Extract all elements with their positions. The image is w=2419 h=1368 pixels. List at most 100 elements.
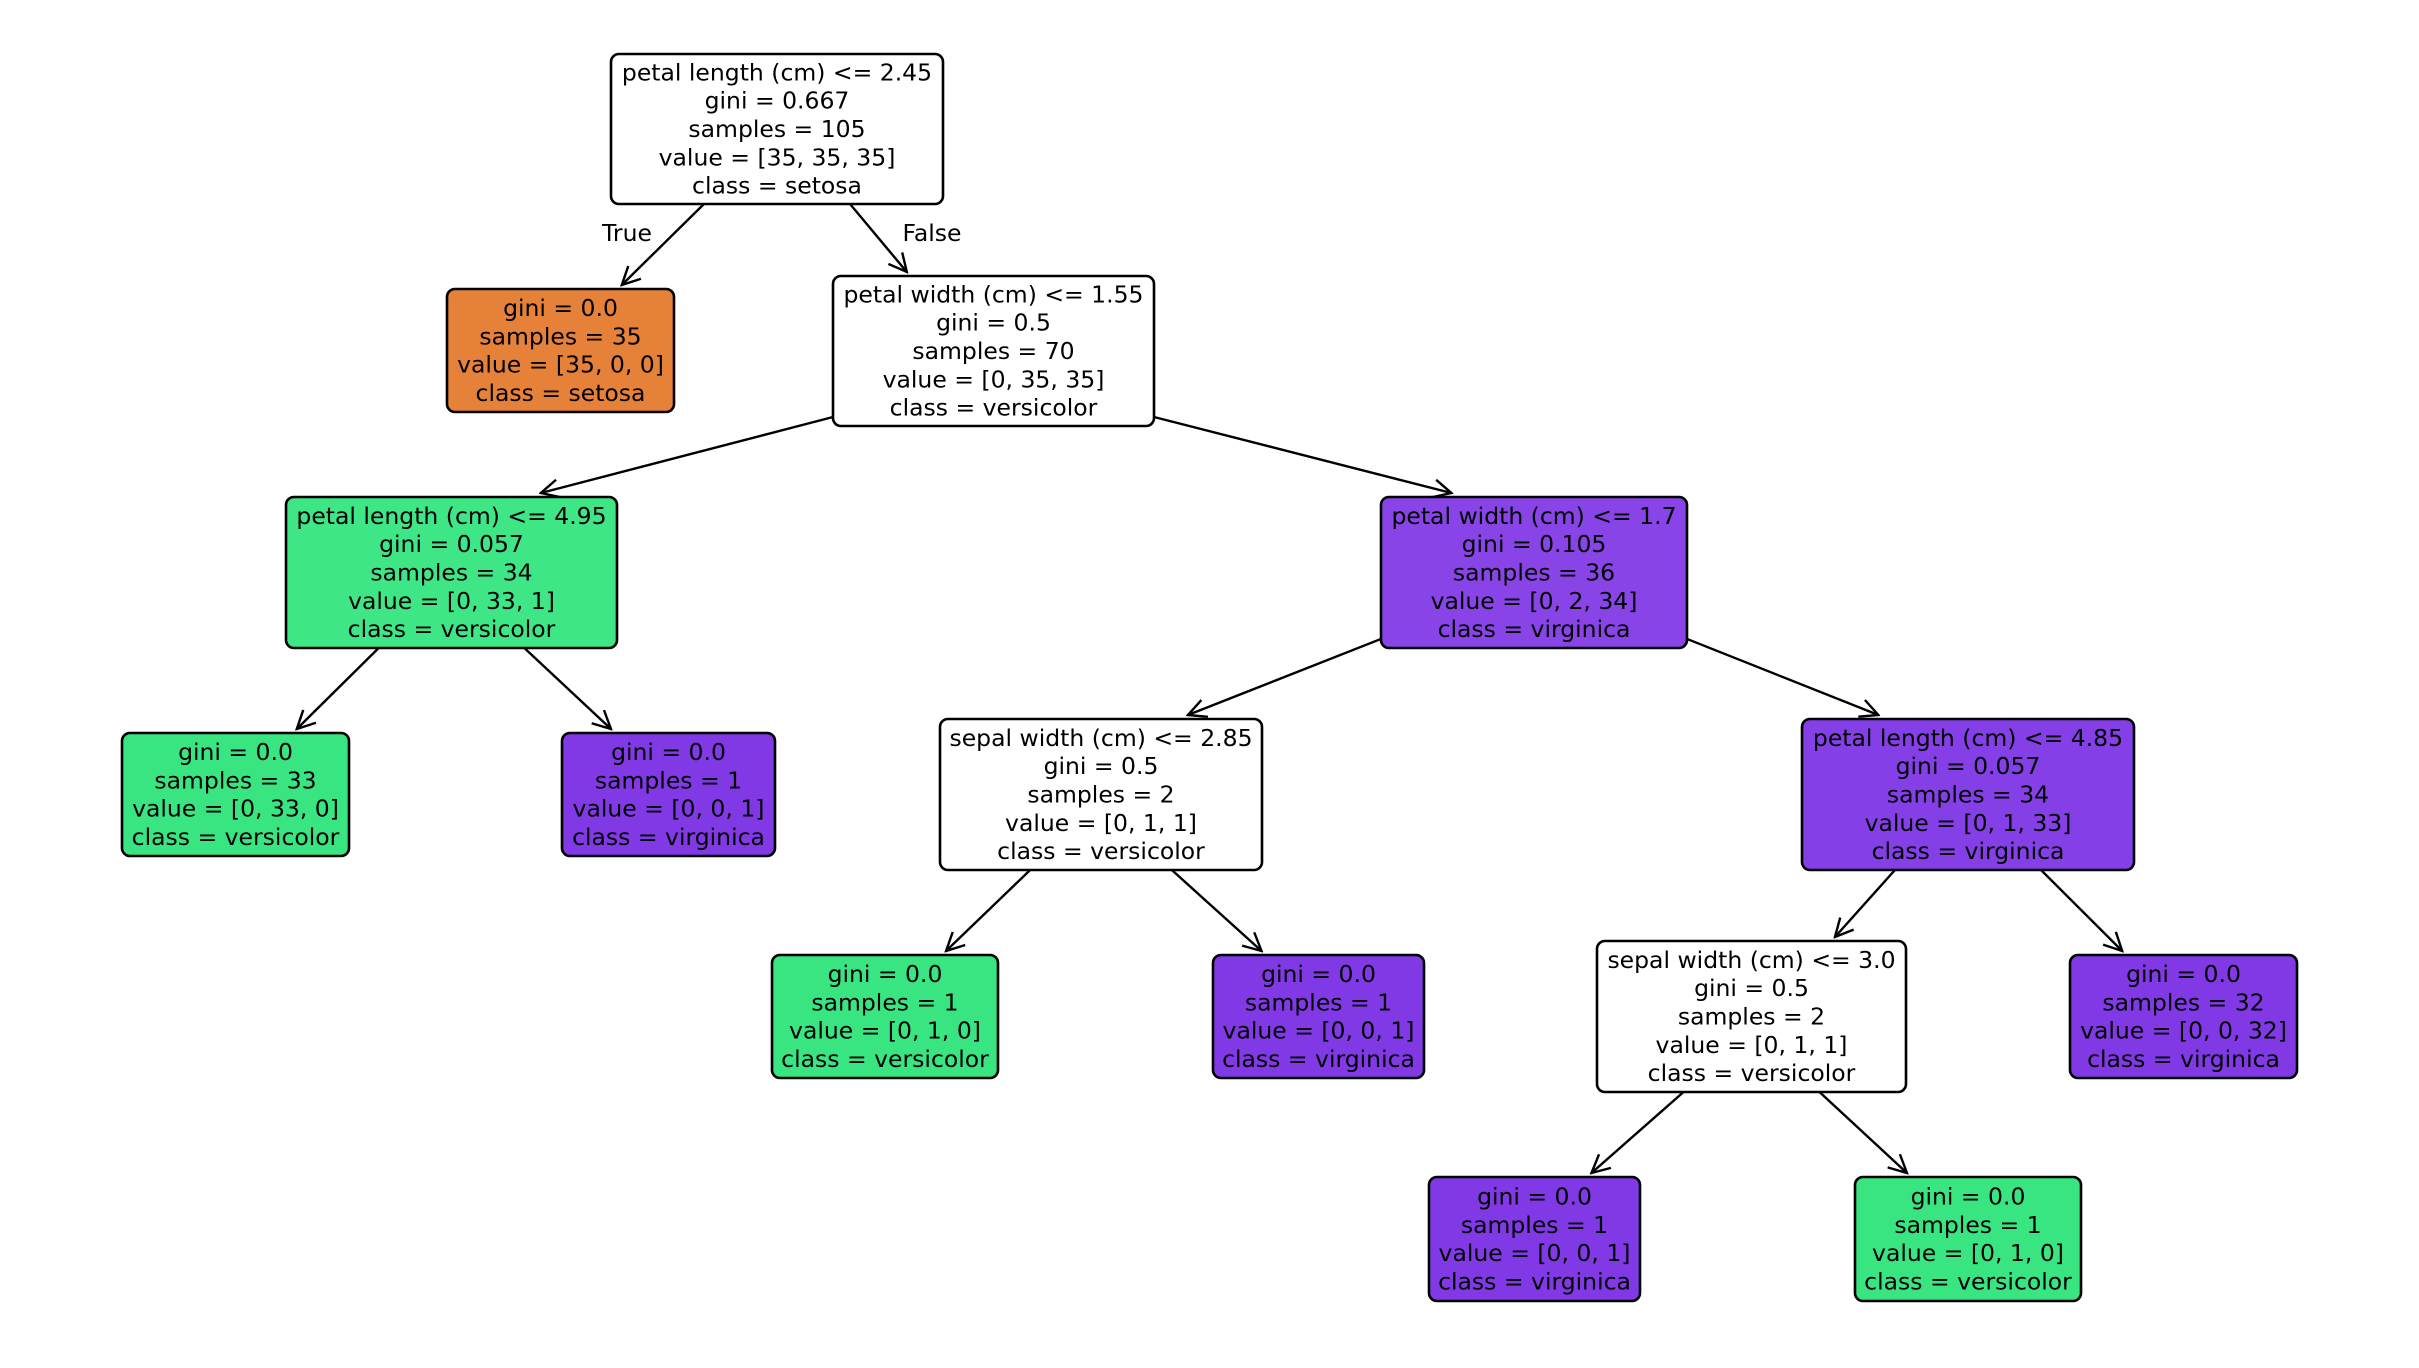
node-text-line: gini = 0.5 [1694, 974, 1809, 1002]
node-box [1427, 1175, 1642, 1303]
edge-arrow-n6-n7 [1188, 637, 1382, 715]
node-text-line: gini = 0.057 [1896, 752, 2041, 780]
edge-arrow-n3-n5 [523, 647, 611, 729]
node-text-line: value = [0, 1, 0] [789, 1017, 981, 1045]
node-box [284, 495, 619, 650]
node-text-line: gini = 0.0 [1911, 1183, 2026, 1211]
node-text-line: gini = 0.0 [178, 738, 293, 766]
node-text-line: class = virginica [1438, 615, 1631, 643]
node-text-line: class = versicolor [132, 823, 340, 851]
edge-arrow-n3-n4 [297, 647, 380, 729]
node-text-line: samples = 33 [154, 766, 316, 794]
node-text-line: samples = 32 [2102, 988, 2264, 1016]
node-box [2068, 953, 2299, 1080]
edge-arrow-n11-n13 [1818, 1091, 1907, 1173]
node-text-line: class = setosa [476, 379, 646, 407]
node-text-line: gini = 0.0 [1261, 960, 1376, 988]
edge-arrow-n10-n11 [1835, 869, 1896, 937]
node-text-line: value = [0, 1, 33] [1865, 809, 2072, 837]
edge-label-false: False [903, 219, 962, 247]
node-text-line: samples = 1 [811, 988, 958, 1016]
edge-label-true: True [601, 219, 652, 247]
node-box [1800, 717, 2136, 872]
node-text-line: class = versicolor [997, 837, 1205, 865]
node-text-line: sepal width (cm) <= 3.0 [1607, 946, 1895, 974]
node-text-line: gini = 0.105 [1462, 530, 1607, 558]
node-text-line: petal length (cm) <= 4.95 [296, 502, 606, 530]
node-text-line: samples = 1 [1894, 1211, 2041, 1239]
node-box [560, 731, 777, 858]
node-text-line: class = virginica [572, 823, 765, 851]
node-text-line: value = [0, 33, 1] [348, 587, 555, 615]
edge-arrow-n6-n10 [1686, 637, 1878, 715]
node-text-line: gini = 0.5 [1044, 752, 1159, 780]
node-text-line: petal width (cm) <= 1.55 [843, 280, 1143, 308]
node-text-line: samples = 1 [1461, 1211, 1608, 1239]
node-text-line: samples = 34 [1887, 781, 2049, 809]
node-text-line: value = [0, 0, 1] [1223, 1017, 1415, 1045]
node-box [1853, 1175, 2083, 1303]
edges-layer [297, 203, 2122, 1173]
edge-arrow-n2-n6 [1153, 415, 1451, 493]
node-text-line: petal length (cm) <= 4.85 [1813, 724, 2123, 752]
node-text-line: gini = 0.0 [1477, 1183, 1592, 1211]
node-text-line: sepal width (cm) <= 2.85 [949, 724, 1252, 752]
edge-arrow-n2-n3 [541, 415, 834, 493]
node-text-line: class = virginica [1438, 1267, 1631, 1295]
node-text-line: gini = 0.667 [705, 87, 850, 115]
edge-arrow-n11-n12 [1591, 1091, 1685, 1173]
node-text-line: samples = 1 [595, 766, 742, 794]
node-text-line: value = [35, 0, 0] [457, 351, 664, 379]
node-text-line: gini = 0.0 [611, 738, 726, 766]
node-text-line: samples = 1 [1245, 988, 1392, 1016]
node-box [609, 52, 945, 206]
node-text-line: samples = 2 [1678, 1003, 1825, 1031]
node-text-line: petal length (cm) <= 2.45 [622, 58, 932, 86]
edge-arrow-n7-n8 [946, 869, 1031, 951]
node-box [120, 731, 351, 858]
node-text-line: gini = 0.057 [379, 530, 524, 558]
node-text-line: samples = 2 [1027, 781, 1174, 809]
node-text-line: gini = 0.0 [2126, 960, 2241, 988]
edge-arrow-n0-n2 [849, 203, 907, 272]
node-text-line: value = [0, 1, 1] [1005, 809, 1197, 837]
node-text-line: value = [0, 1, 1] [1656, 1031, 1848, 1059]
node-box [1379, 495, 1689, 650]
edge-arrow-n7-n9 [1171, 869, 1262, 951]
node-text-line: value = [0, 35, 35] [883, 365, 1105, 393]
node-text-line: class = virginica [1222, 1045, 1415, 1073]
node-box [770, 953, 1000, 1080]
node-text-line: samples = 35 [479, 322, 641, 350]
node-text-line: class = versicolor [1648, 1059, 1856, 1087]
node-text-line: value = [0, 1, 0] [1872, 1239, 2064, 1267]
node-text-line: value = [0, 33, 0] [132, 795, 339, 823]
edge-arrow-n0-n1 [622, 203, 705, 285]
node-box [445, 287, 676, 414]
node-text-line: value = [35, 35, 35] [659, 143, 896, 171]
edge-arrow-n10-n14 [2040, 869, 2122, 951]
node-box [831, 274, 1156, 428]
node-box [1211, 953, 1426, 1080]
node-text-line: class = versicolor [781, 1045, 989, 1073]
node-text-line: gini = 0.0 [828, 960, 943, 988]
node-text-line: value = [0, 0, 32] [2080, 1017, 2287, 1045]
node-box [1595, 939, 1908, 1094]
node-text-line: samples = 36 [1453, 559, 1615, 587]
node-text-line: value = [0, 2, 34] [1431, 587, 1638, 615]
node-text-line: class = virginica [1872, 837, 2065, 865]
node-text-line: gini = 0.5 [936, 309, 1051, 337]
node-text-line: class = versicolor [1864, 1267, 2072, 1295]
